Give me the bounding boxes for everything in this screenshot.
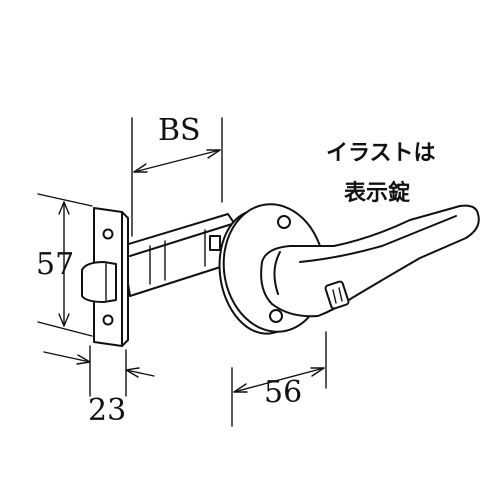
screw-hole-bottom bbox=[102, 314, 114, 326]
note-line-1: イラストは bbox=[326, 141, 436, 166]
faceplate bbox=[81, 207, 129, 347]
dimension-backset: BS bbox=[131, 113, 223, 237]
dimension-faceplate-width: 23 bbox=[43, 345, 155, 428]
indicator-window bbox=[324, 280, 350, 310]
latch-bolt bbox=[81, 261, 117, 303]
height-label: 57 bbox=[36, 247, 74, 282]
lever-handle bbox=[260, 204, 480, 318]
backset-label: BS bbox=[158, 113, 201, 148]
faceplate-width-label: 23 bbox=[88, 393, 126, 428]
rose-screw-bottom bbox=[269, 309, 283, 323]
latch-body bbox=[121, 213, 237, 297]
note-line-2: 表示錠 bbox=[344, 180, 410, 206]
screw-hole-top bbox=[102, 228, 114, 240]
lever-length-label: 56 bbox=[264, 375, 302, 410]
dimension-height: 57 bbox=[36, 193, 93, 337]
dimension-lever-length: 56 bbox=[231, 331, 327, 427]
rose-screw-top bbox=[277, 215, 291, 229]
illustration-note: イラストは 表示錠 bbox=[326, 141, 436, 206]
